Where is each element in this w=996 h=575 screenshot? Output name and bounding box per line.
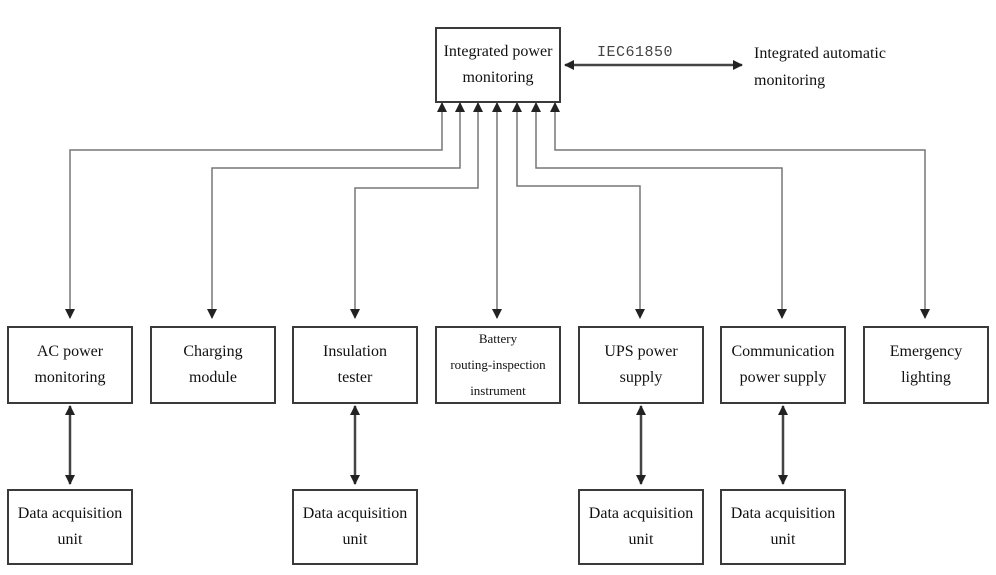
box-label-line: AC power	[36, 343, 104, 360]
box-label-line: Data acquisition	[588, 505, 694, 522]
box-label-line: instrument	[470, 383, 526, 398]
box-label-line: Insulation	[323, 343, 387, 360]
label-line: Integrated automatic	[754, 45, 886, 62]
external-system-label: Integrated automatic monitoring	[754, 40, 886, 94]
protocol-label: IEC61850	[597, 44, 674, 61]
link-insulation-tester	[350, 102, 483, 319]
integrated-power-monitoring-box: Integrated power monitoring	[435, 27, 561, 103]
device-box-communication-power-supply: Communication power supply	[720, 326, 846, 404]
device-box-ups-power-supply: UPS power supply	[578, 326, 704, 404]
box-label-line: Battery	[478, 331, 518, 346]
box-label-line: supply	[619, 369, 663, 386]
box-label-line: unit	[57, 531, 83, 548]
box-label-line: Communication	[731, 343, 835, 360]
data-acquisition-unit-box: Data acquisition unit	[292, 489, 418, 565]
device-box-emergency-lighting: Emergency lighting	[863, 326, 989, 404]
box-label-line: Emergency	[889, 343, 963, 360]
box-label-line: unit	[628, 531, 654, 548]
box-label-line: power supply	[739, 369, 827, 386]
data-acquisition-unit-box: Data acquisition unit	[7, 489, 133, 565]
box-label-line: module	[188, 369, 237, 386]
box-label-line: Integrated power	[443, 43, 553, 60]
box-label-line: lighting	[901, 369, 951, 386]
device-box-charging-module: Charging module	[150, 326, 276, 404]
link-communication-power	[531, 102, 787, 319]
box-label-line: Charging	[183, 343, 243, 360]
box-label-line: Data acquisition	[17, 505, 123, 522]
box-label-line: routing-inspection	[450, 357, 546, 372]
box-label-line: UPS power	[604, 343, 678, 360]
box-label-line: tester	[337, 369, 373, 386]
label-line: monitoring	[754, 72, 826, 89]
link-ac-power-monitoring	[65, 102, 447, 319]
data-acquisition-unit-box: Data acquisition unit	[720, 489, 846, 565]
link-charging-module	[207, 102, 465, 319]
box-label-line: Data acquisition	[302, 505, 408, 522]
box-label-line: unit	[342, 531, 368, 548]
data-acquisition-unit-box: Data acquisition unit	[578, 489, 704, 565]
device-box-battery-instrument: Battery routing-inspection instrument	[435, 326, 561, 404]
device-box-insulation-tester: Insulation tester	[292, 326, 418, 404]
box-label-line: monitoring	[34, 369, 106, 386]
box-label-line: monitoring	[462, 69, 534, 86]
box-label-line: Data acquisition	[730, 505, 836, 522]
box-label-line: unit	[770, 531, 796, 548]
device-box-ac-power-monitoring: AC power monitoring	[7, 326, 133, 404]
link-emergency-lighting	[550, 102, 930, 319]
